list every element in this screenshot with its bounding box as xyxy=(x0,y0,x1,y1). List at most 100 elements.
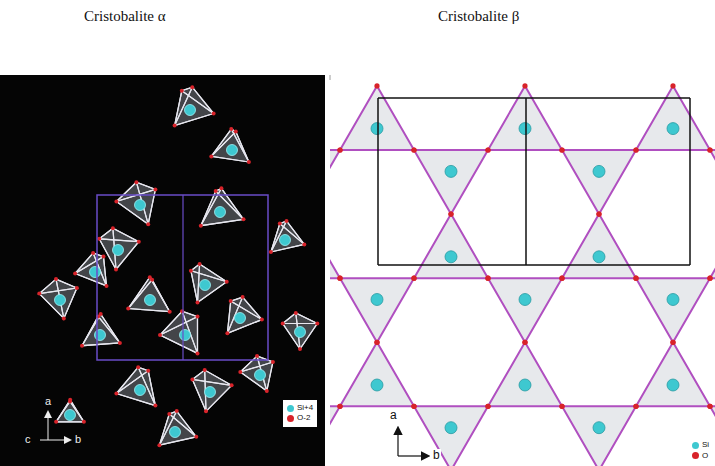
tetrahedron-face xyxy=(227,297,262,333)
o-atom xyxy=(203,368,207,372)
o-atom xyxy=(126,307,130,311)
tetrahedron-face xyxy=(271,224,304,252)
sio4-tetrahedron xyxy=(281,311,320,351)
o-atom xyxy=(559,147,564,152)
tetrahedron-face xyxy=(99,239,139,270)
si-atom xyxy=(667,123,679,135)
o-atom xyxy=(670,83,675,88)
o-atom xyxy=(97,237,101,241)
o-atom xyxy=(229,127,233,131)
o-atom xyxy=(633,404,638,409)
si-atom xyxy=(295,327,306,338)
tetrahedron-face xyxy=(39,288,77,318)
si-atom xyxy=(593,165,605,177)
si-atom xyxy=(185,105,196,116)
sio4-tetrahedron xyxy=(189,262,229,305)
o-atom xyxy=(242,217,246,221)
o-atom xyxy=(37,292,41,296)
o-atom xyxy=(337,404,342,409)
o-atom xyxy=(411,276,416,281)
tetrahedron-face xyxy=(128,277,170,312)
si-atom xyxy=(95,330,106,341)
tetrahedron-face xyxy=(82,314,120,346)
o-atom xyxy=(148,275,152,279)
legend-swatch xyxy=(692,452,699,459)
o-atom xyxy=(114,200,118,204)
tetrahedron-triangle xyxy=(636,278,710,342)
o-atom xyxy=(559,147,564,152)
o-atom xyxy=(134,180,138,184)
o-atom xyxy=(111,226,115,230)
o-atom xyxy=(68,398,72,402)
tetrahedron-triangle xyxy=(710,214,715,278)
tetrahedron-triangle xyxy=(710,150,715,214)
o-atom xyxy=(241,295,245,299)
o-atom xyxy=(198,262,202,266)
o-atom xyxy=(212,112,216,116)
tetrahedron-triangle xyxy=(562,214,636,278)
o-atom xyxy=(485,404,490,409)
o-atom xyxy=(62,316,66,320)
legend-entry: Si+4 xyxy=(287,403,313,413)
legend-swatch xyxy=(287,405,294,412)
o-atom xyxy=(559,276,564,281)
tetrahedron-triangle xyxy=(636,86,710,150)
sio4-tetrahedron xyxy=(73,251,108,288)
o-atom xyxy=(633,147,638,152)
tetrahedron-face xyxy=(56,401,84,421)
tetrahedron-face xyxy=(159,414,196,445)
si-atom xyxy=(145,295,156,306)
tetrahedron-triangle xyxy=(330,406,340,466)
o-atom xyxy=(229,299,233,303)
tetrahedron-face xyxy=(160,311,198,353)
si-atom xyxy=(667,379,679,391)
o-atom xyxy=(707,147,712,152)
o-atom xyxy=(137,240,141,244)
legend-entry: O xyxy=(692,451,709,461)
si-atom xyxy=(593,422,605,434)
o-atom xyxy=(302,242,306,246)
o-atom xyxy=(337,147,342,152)
si-atom xyxy=(371,294,383,306)
o-atom xyxy=(281,322,285,326)
tetrahedron-triangle xyxy=(330,214,340,278)
tetrahedron-face xyxy=(191,271,227,303)
o-atom xyxy=(285,219,289,223)
o-atom xyxy=(209,154,213,158)
o-atom xyxy=(559,404,564,409)
o-atom xyxy=(175,409,179,413)
legend-swatch xyxy=(287,415,294,422)
o-atom xyxy=(559,276,564,281)
o-atom xyxy=(118,341,122,345)
o-atom xyxy=(136,365,140,369)
sio4-tetrahedron xyxy=(199,186,246,227)
tetrahedron-face xyxy=(82,316,120,345)
o-atom xyxy=(278,222,282,226)
sio4-tetrahedron xyxy=(157,409,198,447)
o-atom xyxy=(596,212,601,217)
si-atom xyxy=(445,422,457,434)
tetrahedron-face xyxy=(175,91,214,126)
si-atom xyxy=(280,235,291,246)
axis-arrow xyxy=(48,412,49,440)
si-atom xyxy=(215,207,226,218)
o-atom xyxy=(114,268,118,272)
o-atom xyxy=(337,147,342,152)
o-atom xyxy=(269,250,273,254)
o-atom xyxy=(146,369,150,373)
o-atom xyxy=(196,315,200,319)
tetrahedron-face xyxy=(211,132,249,162)
sio4-tetrahedron xyxy=(126,275,172,314)
o-atom xyxy=(485,276,490,281)
o-atom xyxy=(633,147,638,152)
axis-label: a xyxy=(389,409,398,423)
o-atom xyxy=(298,347,302,351)
sio4-tetrahedron xyxy=(173,85,216,127)
o-atom xyxy=(80,344,84,348)
si-atom xyxy=(113,245,124,256)
sio4-tetrahedron xyxy=(37,277,79,320)
o-atom xyxy=(153,187,157,191)
tetrahedron-triangle xyxy=(414,150,488,214)
o-atom xyxy=(219,186,223,190)
